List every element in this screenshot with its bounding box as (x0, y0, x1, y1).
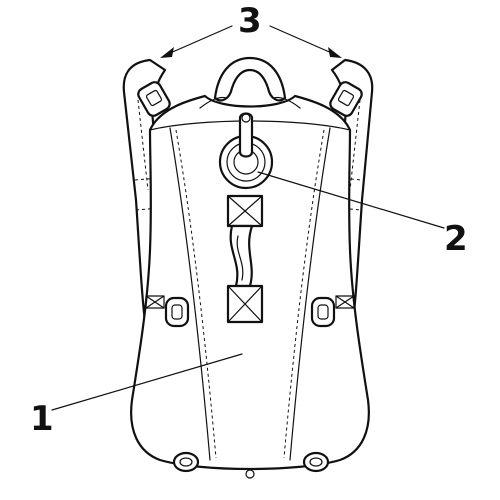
left-side-ring (145, 295, 190, 328)
right-side-ring (310, 295, 355, 328)
right-bottom-loop (302, 451, 330, 473)
callout-leader-1 (51, 353, 243, 411)
callout-number-1: 1 (30, 399, 54, 439)
callout-arrows-3 (160, 25, 342, 58)
top-handle (199, 56, 301, 109)
callout-number-3: 3 (238, 1, 262, 41)
fill-cap (218, 112, 274, 190)
callout-leader-2 (257, 171, 445, 229)
left-shoulder-buckle (137, 81, 171, 117)
callout-number-2: 2 (444, 219, 468, 259)
left-bottom-loop (172, 451, 200, 473)
hose-loop (226, 194, 264, 324)
right-shoulder-buckle (329, 81, 363, 117)
